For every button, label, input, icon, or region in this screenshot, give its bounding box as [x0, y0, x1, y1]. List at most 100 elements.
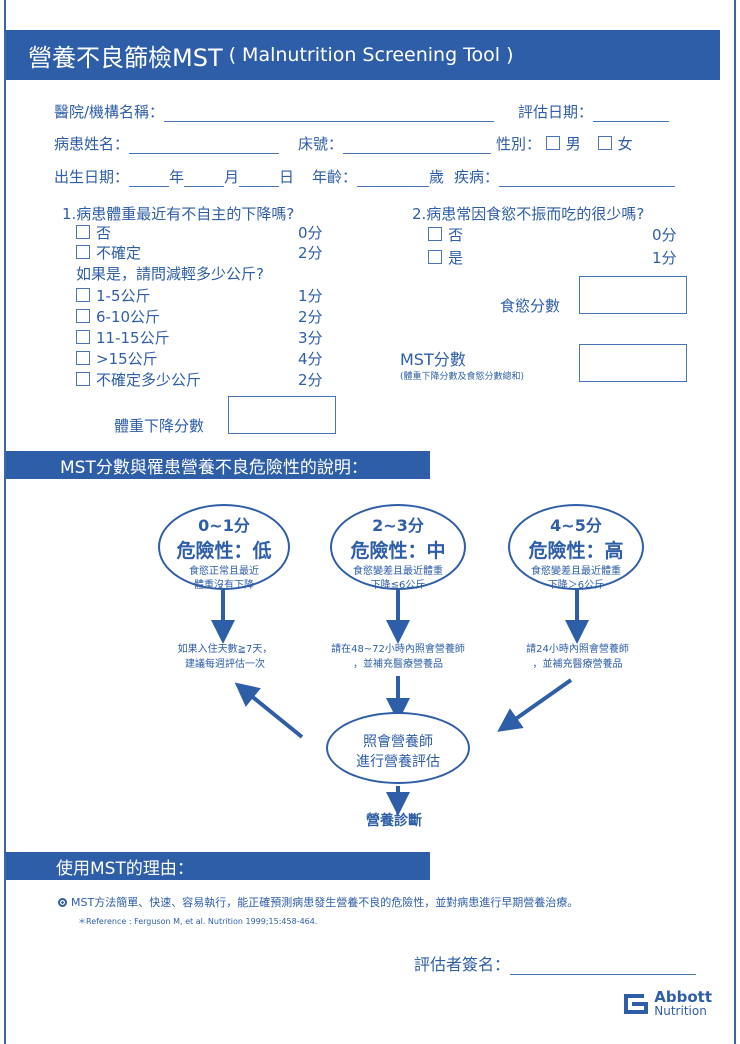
birth-month-field[interactable] [184, 170, 225, 187]
bed-row: 床號： [298, 133, 492, 154]
q1-sub-option-2[interactable]: 6-10公斤 [76, 306, 160, 327]
q2-option-yes[interactable]: 是 [428, 247, 463, 268]
patient-name-label: 病患姓名： [54, 135, 130, 153]
q1-sub-option-2-score: 2分 [298, 308, 323, 326]
disease-label: 疾病： [454, 168, 500, 186]
female-label: 女 [617, 135, 633, 153]
checkbox[interactable] [76, 330, 90, 344]
weight-score-label: 體重下降分數 [114, 417, 205, 435]
risk-mid-desc2: 下降≦6公斤 [370, 580, 426, 591]
risk-oval-mid: 2~3分 危險性：中 食慾變差且最近體重下降≦6公斤 [330, 504, 466, 591]
section-mst-explanation: MST分數與罹患營養不良危險性的說明： [6, 451, 430, 479]
section-mst-explanation-title: MST分數與罹患營養不良危險性的說明： [60, 457, 368, 478]
risk-oval-high: 4~5分 危險性：高 食慾變差且最近體重下降＞6公斤 [508, 504, 644, 591]
q1-title: 1.病患體重最近有不自主的下降嗎? [62, 205, 295, 223]
birth-day-field[interactable] [239, 170, 280, 187]
eval-date-label: 評估日期： [518, 103, 594, 121]
advice-high-line1: 請24小時內照會營養師 [526, 644, 629, 655]
advice-low: 如果入住天數≧7天，建議每週評估一次 [150, 642, 300, 672]
reference-text: ＊Reference : Ferguson M, et al. Nutritio… [78, 917, 318, 926]
q1-sub-option-5-score: 2分 [298, 371, 323, 389]
age-unit: 歲 [429, 168, 445, 186]
checkbox[interactable] [76, 225, 90, 239]
section-reasons: 使用MST的理由： [6, 852, 430, 880]
age-field[interactable] [357, 170, 430, 187]
advice-mid-line1: 請在48~72小時內照會營養師 [331, 644, 465, 655]
q1-option-unsure[interactable]: 不確定 [76, 242, 141, 263]
risk-mid-desc1: 食慾變差且最近體重 [353, 566, 443, 577]
risk-high-level: 危險性：高 [528, 540, 624, 562]
risk-high-range: 4~5分 [550, 516, 602, 535]
q1-sub-title: 如果是，請問減輕多少公斤? [76, 265, 264, 283]
q1-sub-option-3[interactable]: 11-15公斤 [76, 327, 170, 348]
age-label: 年齡： [312, 168, 358, 186]
signature-label: 評估者簽名： [414, 955, 511, 974]
option-label: 否 [96, 224, 112, 242]
checkbox[interactable] [76, 288, 90, 302]
female-checkbox[interactable] [597, 136, 612, 150]
q2-option-no[interactable]: 否 [428, 224, 463, 245]
frame-left-border [4, 0, 6, 1044]
q1-sub-option-4[interactable]: >15公斤 [76, 348, 158, 369]
q1-option-no[interactable]: 否 [76, 222, 111, 243]
frame-right-border [734, 0, 736, 1044]
nutrition-diagnosis: 營養診斷 [366, 813, 422, 829]
checkbox[interactable] [76, 245, 90, 259]
checkbox[interactable] [76, 309, 90, 323]
option-label: 是 [448, 249, 464, 267]
signature-row: 評估者簽名： [414, 951, 697, 975]
option-label: 1-5公斤 [96, 287, 151, 305]
option-label: 6-10公斤 [96, 308, 161, 326]
signature-field[interactable] [510, 956, 697, 975]
option-label: 不確定 [96, 244, 142, 262]
q1-option-no-score: 0分 [298, 224, 323, 242]
hospital-row: 醫院/機構名稱： [54, 101, 495, 122]
bed-label: 床號： [298, 135, 344, 153]
risk-low-range: 0~1分 [198, 516, 250, 535]
bed-field[interactable] [343, 137, 492, 154]
bullet-icon [58, 898, 67, 907]
checkbox[interactable] [428, 227, 442, 241]
advice-mid: 請在48~72小時內照會營養師 ，並補充醫療營養品 [318, 642, 478, 672]
q1-sub-option-1[interactable]: 1-5公斤 [76, 285, 151, 306]
checkbox[interactable] [76, 351, 90, 365]
hospital-field[interactable] [164, 105, 495, 122]
eval-date-field[interactable] [593, 105, 670, 122]
option-label: 11-15公斤 [96, 329, 170, 347]
male-label: 男 [565, 135, 581, 153]
age-row: 年齡： 歲 [312, 166, 444, 187]
checkbox[interactable] [76, 372, 90, 386]
male-checkbox[interactable] [545, 136, 560, 150]
q2-title: 2.病患常因食慾不振而吃的很少嗎? [412, 205, 645, 223]
form-subtitle: ( Malnutrition Screening Tool ) [228, 44, 514, 66]
disease-field[interactable] [499, 170, 676, 187]
consult-line1: 照會營養師 [363, 734, 433, 750]
patient-name-field[interactable] [129, 137, 280, 154]
mst-score-note: (體重下降分數及食慾分數總和) [400, 372, 525, 382]
q1-option-unsure-score: 2分 [298, 244, 323, 262]
checkbox[interactable] [428, 250, 442, 264]
weight-score-box[interactable] [228, 396, 336, 434]
abbott-logo-icon [624, 994, 649, 1014]
birth-year-field[interactable] [129, 170, 170, 187]
advice-mid-line2: ，並補充醫療營養品 [353, 659, 443, 670]
risk-mid-range: 2~3分 [372, 516, 424, 535]
disease-row: 疾病： [454, 166, 676, 187]
birth-row: 出生日期：年月日 [54, 166, 294, 187]
q2-option-no-score: 0分 [652, 226, 677, 244]
risk-low-desc2: 體重沒有下降 [194, 580, 254, 591]
advice-low-line2: 建議每週評估一次 [185, 659, 265, 670]
form-title: 營養不良篩檢MST [28, 43, 223, 72]
mst-score-box[interactable] [579, 344, 687, 382]
consult-line2: 進行營養評估 [356, 754, 440, 770]
month-label: 月 [224, 168, 240, 186]
birth-label: 出生日期： [54, 168, 130, 186]
appetite-score-box[interactable] [579, 276, 687, 314]
gender-label: 性別： [496, 135, 542, 153]
form-header: 營養不良篩檢MST ( Malnutrition Screening Tool … [6, 30, 720, 80]
abbott-logo: Abbott Nutrition [622, 990, 712, 1018]
advice-high: 請24小時內照會營養師，並補充醫療營養品 [505, 642, 650, 672]
q1-sub-option-5[interactable]: 不確定多少公斤 [76, 369, 201, 390]
